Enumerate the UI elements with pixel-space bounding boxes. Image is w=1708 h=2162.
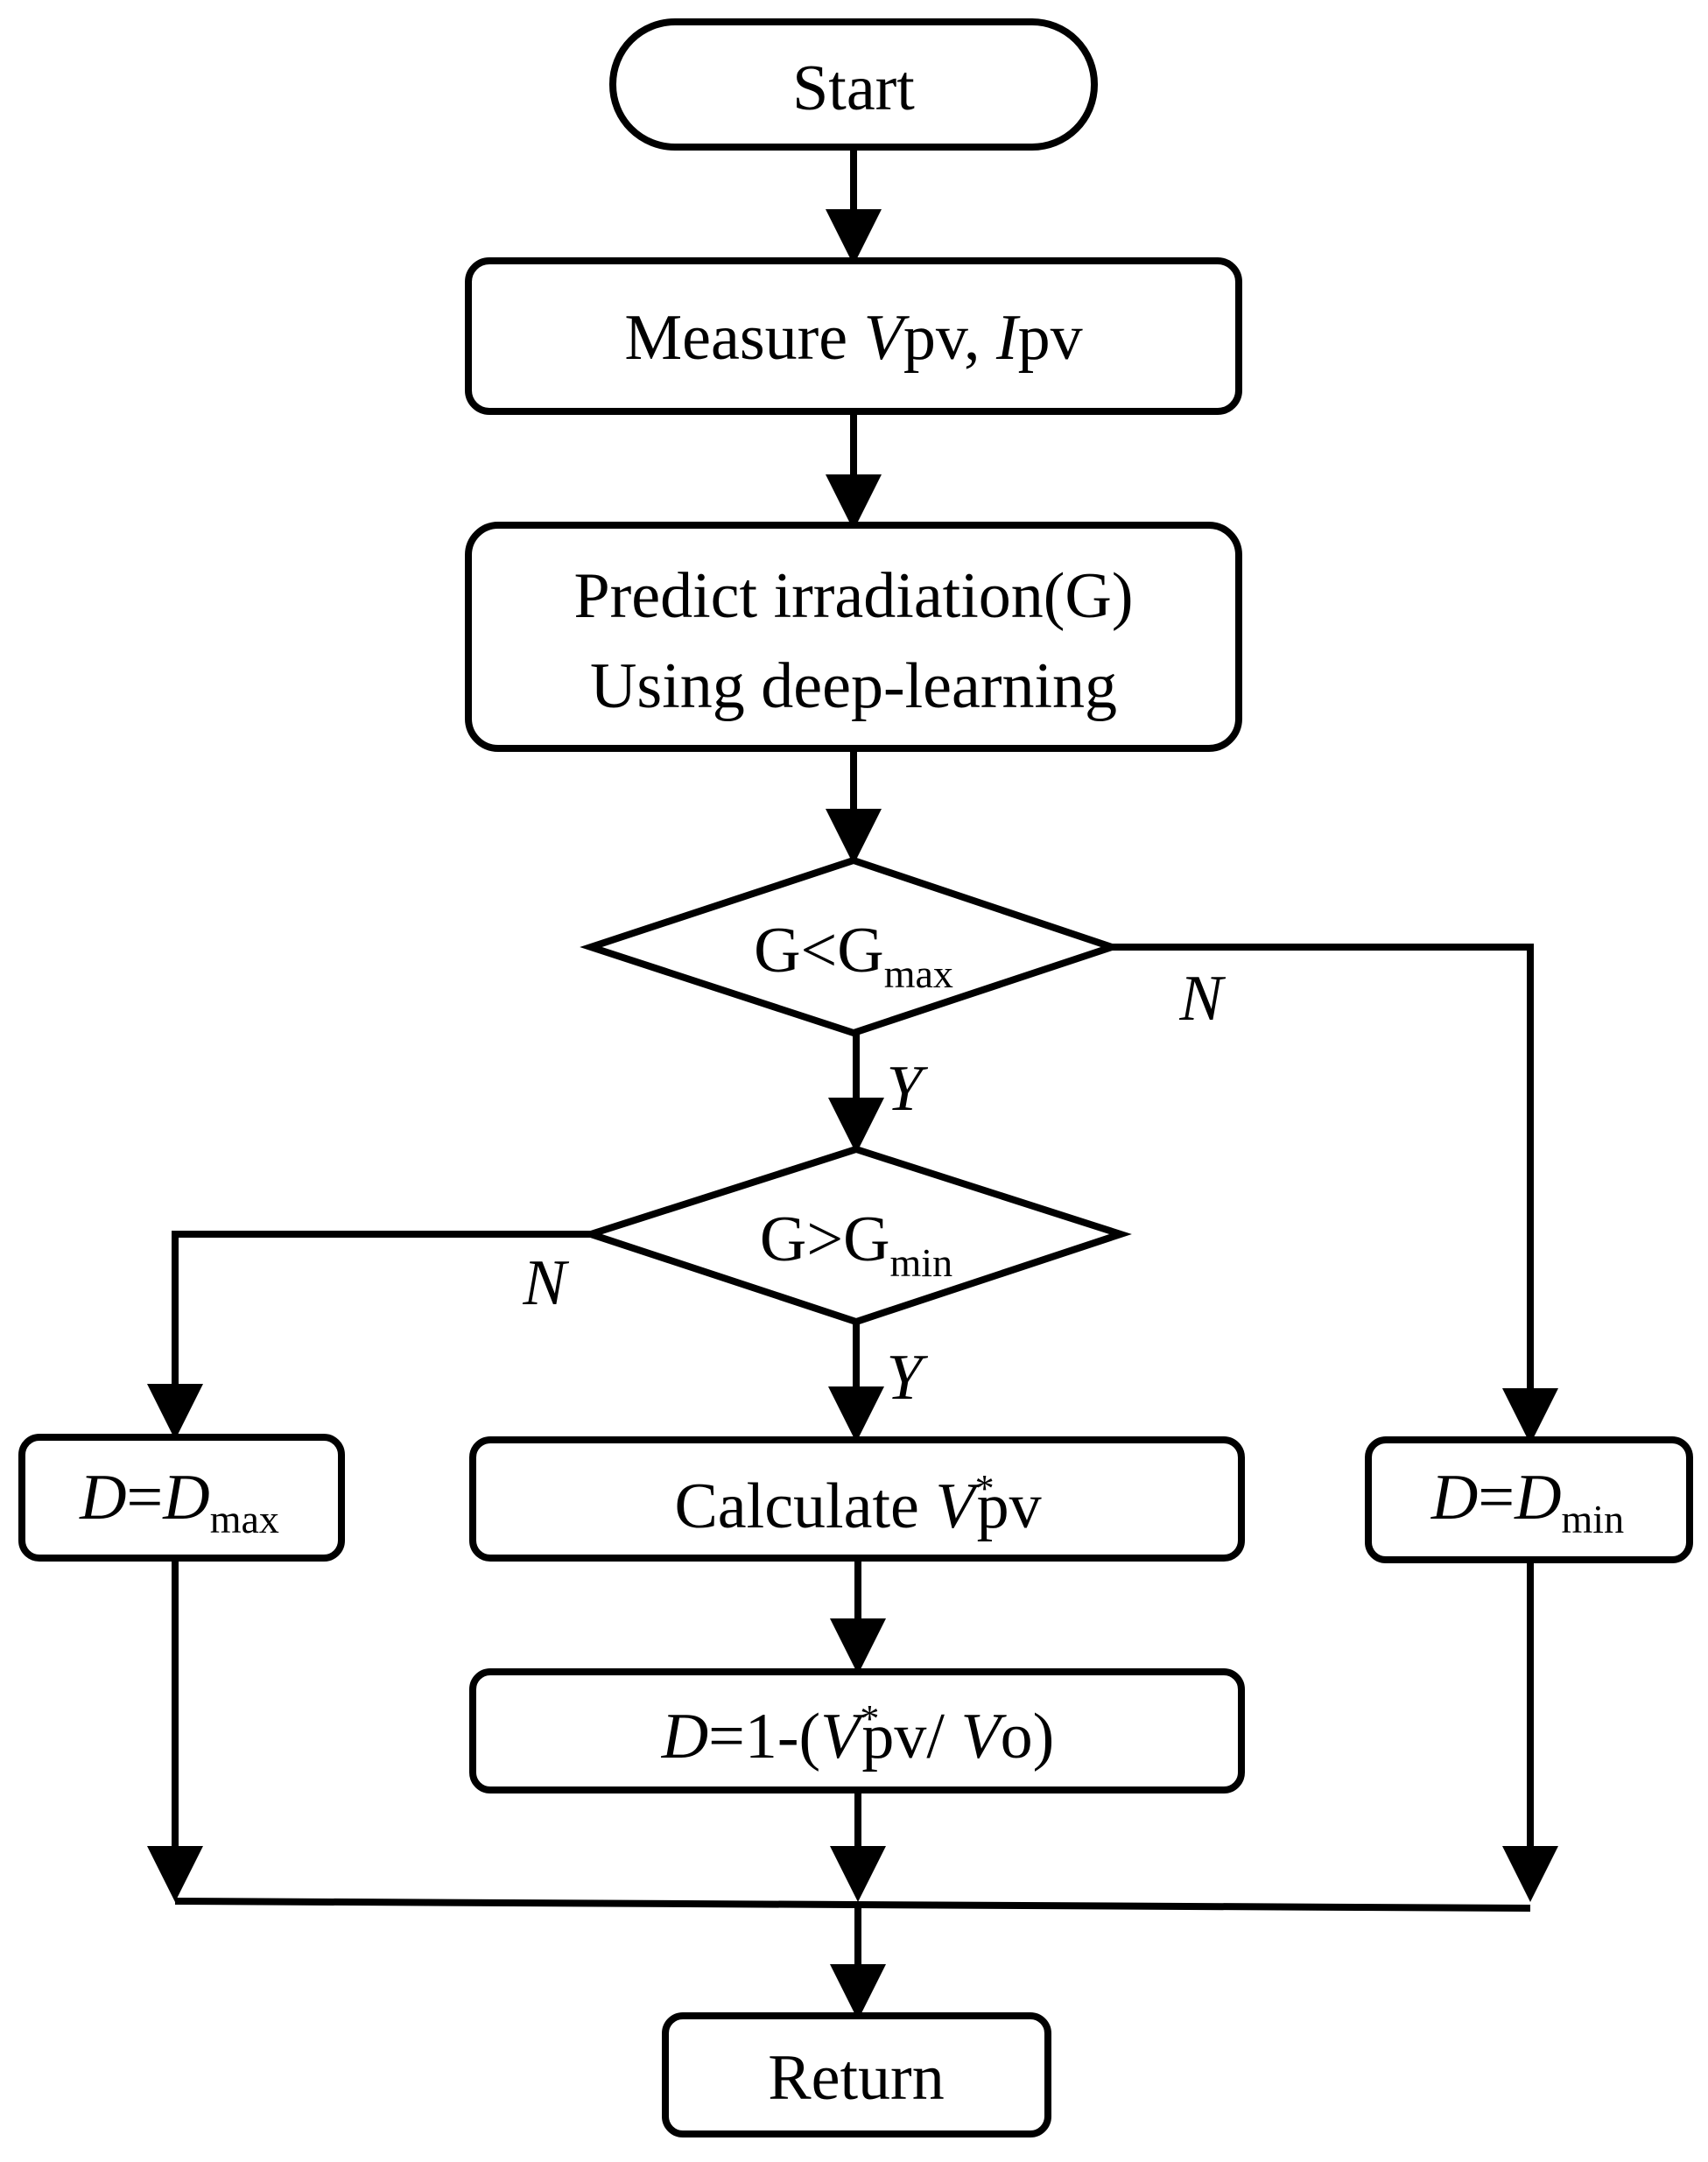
decision-min-sub: min xyxy=(890,1240,953,1285)
predict-process: Predict irradiation(G) Using deep-learni… xyxy=(465,522,1242,752)
start-terminal: Start xyxy=(609,18,1098,151)
d-formula-mid: pv/ xyxy=(861,1701,945,1772)
d-formula-prefix: =1-( xyxy=(708,1701,820,1772)
decision-min-base: G>G xyxy=(760,1204,890,1275)
calculate-suffix: pv xyxy=(977,1471,1042,1542)
decision-max-sub: max xyxy=(884,951,953,996)
d-formula-process: D=1-(V*pv/ Vo) xyxy=(469,1668,1245,1793)
d-max-sub: max xyxy=(210,1497,279,1541)
merge-line xyxy=(174,1898,1531,1912)
d-min-d2: D xyxy=(1514,1462,1561,1534)
d-min-eq: = xyxy=(1478,1462,1515,1534)
d-formula-v2: V xyxy=(960,1701,1007,1772)
arrow-decision-min-no xyxy=(147,1231,591,1440)
predict-line1: Predict irradiation(G) xyxy=(573,560,1133,632)
d-max-d2: D xyxy=(162,1462,209,1534)
d-max-process: D=Dmax xyxy=(18,1434,345,1562)
calculate-label: Calculate V*pv xyxy=(674,1467,1041,1542)
measure-word: Measure xyxy=(624,302,847,374)
d-formula-suffix: o) xyxy=(1001,1701,1055,1772)
decision-g-min: G>Gmin xyxy=(580,1145,1132,1326)
measure-v: V xyxy=(864,302,910,374)
d-formula-v: V xyxy=(820,1701,867,1772)
d-max-eq: = xyxy=(127,1462,164,1534)
return-process: Return xyxy=(662,2012,1051,2137)
d-formula-star: * xyxy=(860,1697,879,1740)
measure-i: I xyxy=(995,302,1021,374)
start-label: Start xyxy=(792,53,915,124)
decision-max-base: G<G xyxy=(754,915,884,986)
d-min-process: D=Dmin xyxy=(1365,1436,1693,1563)
calculate-process: Calculate V*pv xyxy=(469,1436,1245,1562)
decision-min-yes-label: Y xyxy=(886,1342,928,1414)
d-max-label: D=Dmax xyxy=(79,1462,279,1541)
measure-process: Measure Vpv, Ipv xyxy=(465,257,1242,415)
d-formula-label: D=1-(V*pv/ Vo) xyxy=(661,1697,1055,1772)
predict-line2: Using deep-learning xyxy=(590,650,1117,722)
decision-min-label: G>Gmin xyxy=(760,1204,952,1285)
decision-max-no-label: N xyxy=(1178,963,1226,1035)
calculate-v: V xyxy=(935,1471,981,1542)
d-max-d: D xyxy=(79,1462,126,1534)
d-min-label: D=Dmin xyxy=(1430,1462,1624,1541)
calculate-star: * xyxy=(975,1467,995,1510)
decision-max-yes-label: Y xyxy=(886,1053,928,1125)
decision-min-no-label: N xyxy=(522,1247,569,1319)
d-formula-d: D xyxy=(661,1701,708,1772)
measure-i-suffix: pv xyxy=(1018,302,1083,374)
measure-label: Measure Vpv, Ipv xyxy=(624,302,1082,374)
arrow-decision-max-no xyxy=(1112,944,1558,1444)
decision-max-label: G<Gmax xyxy=(754,915,953,996)
d-min-sub: min xyxy=(1562,1497,1625,1541)
return-label: Return xyxy=(768,2042,944,2114)
decision-g-max: G<Gmax xyxy=(580,856,1123,1037)
d-min-d: D xyxy=(1430,1462,1478,1534)
connectors xyxy=(147,149,1558,2020)
calculate-word: Calculate xyxy=(674,1471,918,1542)
measure-v-suffix: pv, xyxy=(903,302,981,374)
